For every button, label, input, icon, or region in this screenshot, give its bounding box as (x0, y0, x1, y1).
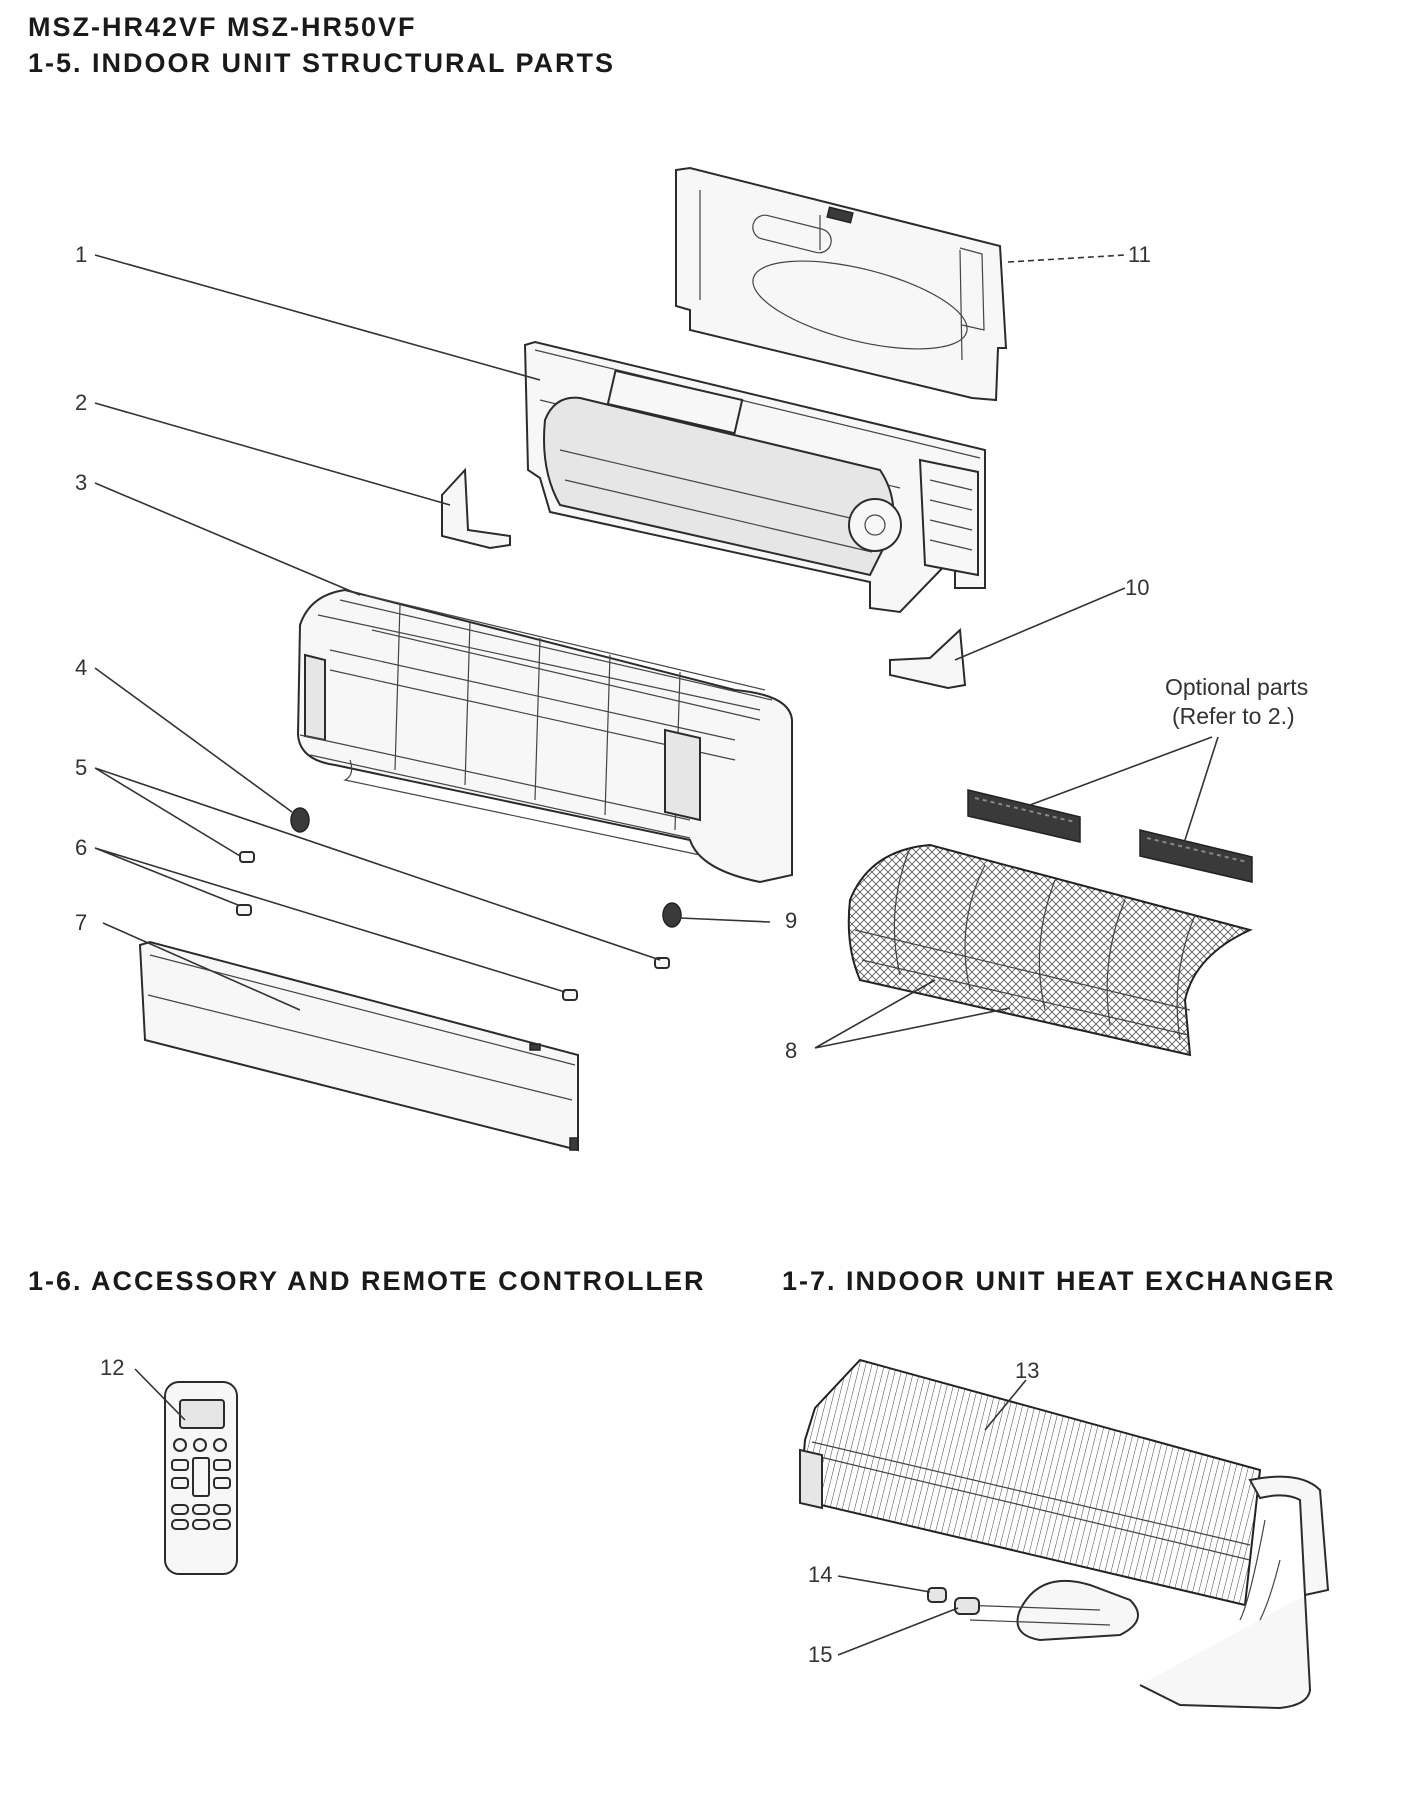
heat-exchanger-icon (798, 1358, 1330, 1710)
callout-13: 13 (1015, 1358, 1039, 1383)
leader-lines (94, 254, 1219, 1656)
back-plate-icon (675, 166, 1008, 402)
callout-2: 2 (75, 390, 87, 415)
callout-14: 14 (808, 1562, 832, 1587)
air-filter-icon (847, 843, 1253, 1057)
section-title-heat-exchanger: 1-7. INDOOR UNIT HEAT EXCHANGER (782, 1266, 1336, 1296)
front-panel-icon (296, 588, 793, 884)
unit-chassis-icon (523, 340, 986, 614)
callout-12: 12 (100, 1355, 124, 1380)
callout-1: 1 (75, 242, 87, 267)
bracket-icon (441, 467, 967, 690)
optional-parts-reference: (Refer to 2.) (1172, 703, 1295, 729)
section-title-structural-parts: 1-5. INDOOR UNIT STRUCTURAL PARTS (28, 48, 616, 78)
section-title-accessory-remote: 1-6. ACCESSORY AND REMOTE CONTROLLER (28, 1266, 706, 1296)
callout-8: 8 (785, 1038, 797, 1063)
callout-15: 15 (808, 1642, 832, 1667)
callout-4: 4 (75, 655, 87, 680)
model-title: MSZ-HR42VF MSZ-HR50VF (28, 12, 417, 42)
callout-9: 9 (785, 908, 797, 933)
callout-3: 3 (75, 470, 87, 495)
small-parts-icon (236, 807, 682, 1001)
callout-11: 11 (1128, 242, 1151, 267)
callout-5: 5 (75, 755, 87, 780)
callout-10: 10 (1125, 575, 1149, 600)
vane-icon (138, 940, 579, 1152)
optional-filter-icon (967, 789, 1253, 883)
remote-controller-icon (164, 1381, 238, 1575)
callout-6: 6 (75, 835, 87, 860)
optional-parts-label: Optional parts (1165, 674, 1308, 700)
callout-labels: 1 2 3 4 5 6 7 8 9 10 11 12 13 14 15 Opti… (75, 242, 1308, 1667)
callout-7: 7 (75, 910, 87, 935)
